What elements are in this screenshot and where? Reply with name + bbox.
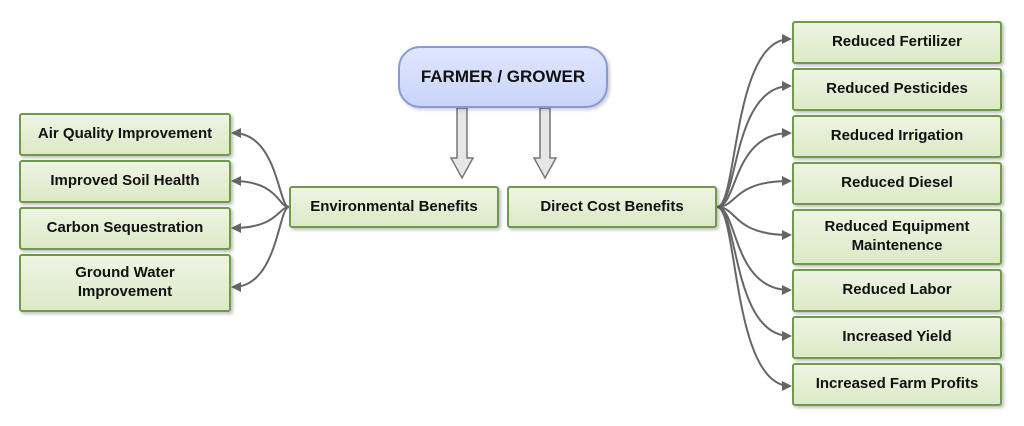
farmer-grower-node: FARMER / GROWER bbox=[398, 46, 608, 108]
cost-item-fertilizer: Reduced Fertilizer bbox=[792, 21, 1002, 64]
env-item-carbon-sequestration: Carbon Sequestration bbox=[19, 207, 231, 250]
cost-connector-5 bbox=[716, 206, 792, 295]
env-connector-3 bbox=[231, 206, 290, 292]
cost-item-equipment-maintenance: Reduced Equipment Maintenence bbox=[792, 209, 1002, 265]
env-item-air-quality: Air Quality Improvement bbox=[19, 113, 231, 156]
direct-cost-benefits-node: Direct Cost Benefits bbox=[507, 186, 717, 228]
cost-connector-1 bbox=[716, 81, 792, 208]
cost-connector-7 bbox=[716, 206, 792, 391]
cost-item-diesel: Reduced Diesel bbox=[792, 162, 1002, 205]
cost-connector-4 bbox=[716, 206, 792, 240]
down-arrow-environmental bbox=[449, 107, 475, 180]
cost-connector-3 bbox=[716, 176, 792, 208]
env-item-soil-health: Improved Soil Health bbox=[19, 160, 231, 203]
environmental-benefits-node: Environmental Benefits bbox=[289, 186, 499, 228]
cost-item-labor: Reduced Labor bbox=[792, 269, 1002, 312]
down-arrow-direct-cost bbox=[532, 107, 558, 180]
env-item-ground-water: Ground Water Improvement bbox=[19, 254, 231, 312]
cost-item-yield: Increased Yield bbox=[792, 316, 1002, 359]
cost-connector-2 bbox=[716, 128, 792, 208]
cost-item-irrigation: Reduced Irrigation bbox=[792, 115, 1002, 158]
env-connector-0 bbox=[231, 128, 290, 208]
cost-item-pesticides: Reduced Pesticides bbox=[792, 68, 1002, 111]
cost-item-farm-profits: Increased Farm Profits bbox=[792, 363, 1002, 406]
env-connector-1 bbox=[231, 176, 290, 208]
